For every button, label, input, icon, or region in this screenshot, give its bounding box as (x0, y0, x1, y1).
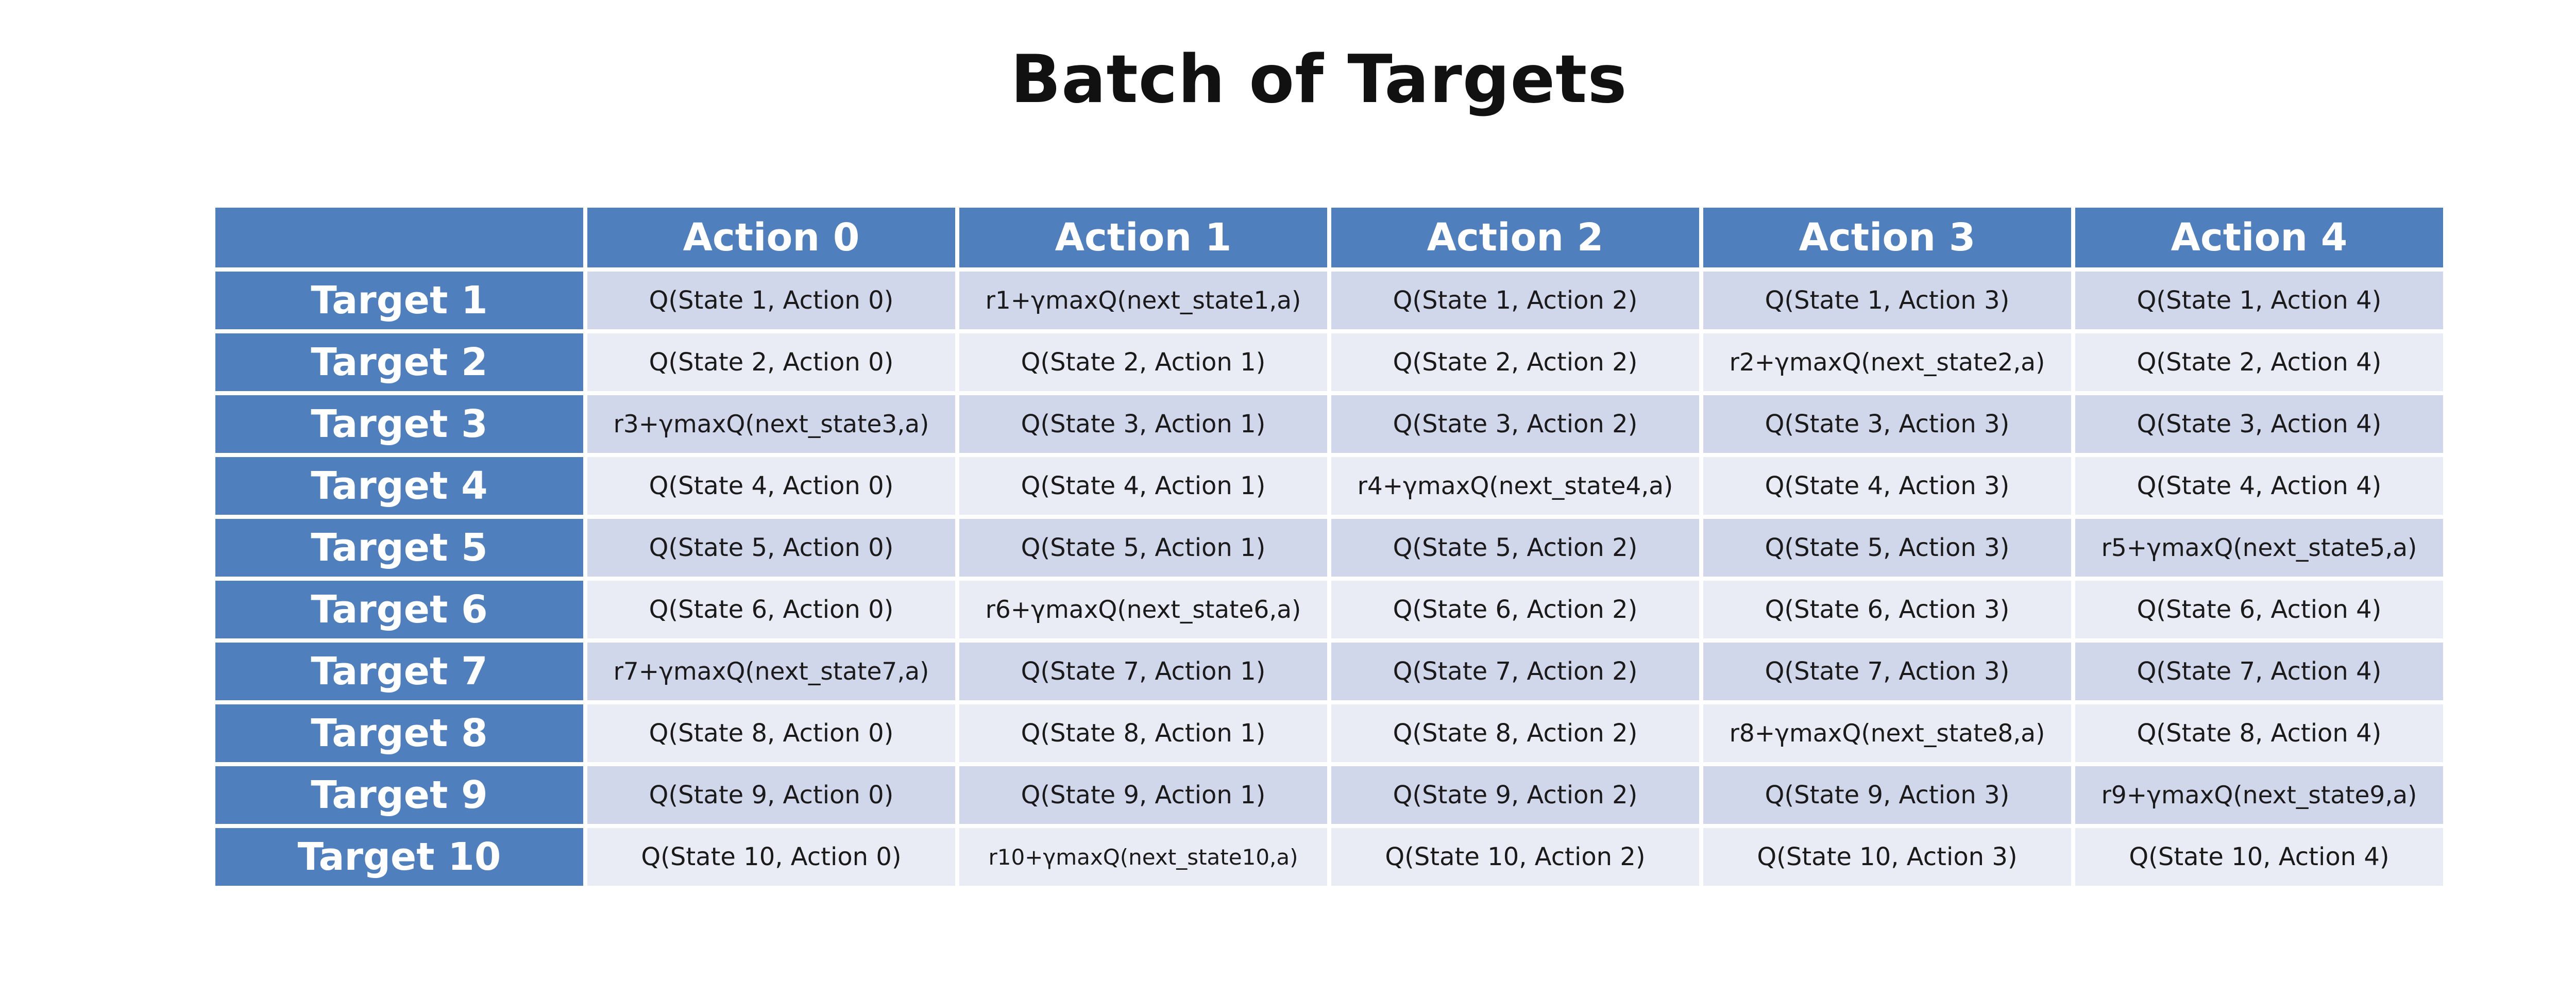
column-header: Action 4 (2075, 208, 2443, 267)
target-update-cell: r9+γmaxQ(next_state9,a) (2075, 766, 2443, 824)
q-value-cell: Q(State 6, Action 4) (2075, 581, 2443, 638)
q-value-cell: Q(State 5, Action 2) (1331, 519, 1699, 577)
q-value-cell: Q(State 6, Action 3) (1703, 581, 2071, 638)
target-update-cell: r5+γmaxQ(next_state5,a) (2075, 519, 2443, 577)
q-value-cell: Q(State 8, Action 2) (1331, 704, 1699, 762)
q-value-cell: Q(State 2, Action 2) (1331, 333, 1699, 391)
q-value-cell: Q(State 2, Action 4) (2075, 333, 2443, 391)
target-update-cell: r6+γmaxQ(next_state6,a) (959, 581, 1327, 638)
q-value-cell: Q(State 8, Action 0) (587, 704, 955, 762)
column-header: Action 2 (1331, 208, 1699, 267)
q-value-cell: Q(State 4, Action 1) (959, 457, 1327, 515)
q-value-cell: Q(State 8, Action 1) (959, 704, 1327, 762)
target-update-cell: r7+γmaxQ(next_state7,a) (587, 643, 955, 700)
q-value-cell: Q(State 10, Action 0) (587, 828, 955, 886)
q-value-cell: Q(State 10, Action 3) (1703, 828, 2071, 886)
q-value-cell: Q(State 4, Action 3) (1703, 457, 2071, 515)
column-header: Action 1 (959, 208, 1327, 267)
row-label: Target 4 (215, 457, 583, 515)
q-value-cell: Q(State 9, Action 2) (1331, 766, 1699, 824)
target-update-cell: r1+γmaxQ(next_state1,a) (959, 272, 1327, 329)
column-header: Action 0 (587, 208, 955, 267)
row-label: Target 10 (215, 828, 583, 886)
corner-header-cell (215, 208, 583, 267)
row-label: Target 9 (215, 766, 583, 824)
row-label: Target 3 (215, 395, 583, 453)
q-value-cell: Q(State 2, Action 1) (959, 333, 1327, 391)
row-label: Target 2 (215, 333, 583, 391)
column-header: Action 3 (1703, 208, 2071, 267)
header-row: Action 0 Action 1 Action 2 Action 3 Acti… (215, 208, 2443, 267)
q-value-cell: Q(State 6, Action 0) (587, 581, 955, 638)
q-value-cell: Q(State 8, Action 4) (2075, 704, 2443, 762)
q-value-cell: Q(State 7, Action 2) (1331, 643, 1699, 700)
row-label: Target 8 (215, 704, 583, 762)
q-value-cell: Q(State 7, Action 1) (959, 643, 1327, 700)
q-value-cell: Q(State 2, Action 0) (587, 333, 955, 391)
q-value-cell: Q(State 9, Action 0) (587, 766, 955, 824)
q-value-cell: Q(State 5, Action 1) (959, 519, 1327, 577)
q-value-cell: Q(State 4, Action 0) (587, 457, 955, 515)
q-value-cell: Q(State 5, Action 0) (587, 519, 955, 577)
target-update-cell: r10+γmaxQ(next_state10,a) (959, 828, 1327, 886)
row-label: Target 6 (215, 581, 583, 638)
q-value-cell: Q(State 5, Action 3) (1703, 519, 2071, 577)
q-value-cell: Q(State 1, Action 4) (2075, 272, 2443, 329)
target-update-cell: r3+γmaxQ(next_state3,a) (587, 395, 955, 453)
q-value-cell: Q(State 7, Action 4) (2075, 643, 2443, 700)
q-value-cell: Q(State 3, Action 2) (1331, 395, 1699, 453)
q-value-cell: Q(State 9, Action 3) (1703, 766, 2071, 824)
q-value-cell: Q(State 3, Action 3) (1703, 395, 2071, 453)
q-value-cell: Q(State 10, Action 4) (2075, 828, 2443, 886)
row-label: Target 7 (215, 643, 583, 700)
diagram-title: Batch of Targets (1010, 41, 1628, 118)
target-update-cell: r8+γmaxQ(next_state8,a) (1703, 704, 2071, 762)
q-value-cell: Q(State 6, Action 2) (1331, 581, 1699, 638)
q-value-cell: Q(State 1, Action 2) (1331, 272, 1699, 329)
targets-table: Action 0 Action 1 Action 2 Action 3 Acti… (211, 204, 2447, 890)
q-value-cell: Q(State 1, Action 3) (1703, 272, 2071, 329)
q-value-cell: Q(State 3, Action 4) (2075, 395, 2443, 453)
q-value-cell: Q(State 1, Action 0) (587, 272, 955, 329)
row-label: Target 5 (215, 519, 583, 577)
row-label: Target 1 (215, 272, 583, 329)
target-update-cell: r2+γmaxQ(next_state2,a) (1703, 333, 2071, 391)
q-value-cell: Q(State 3, Action 1) (959, 395, 1327, 453)
target-update-cell: r4+γmaxQ(next_state4,a) (1331, 457, 1699, 515)
q-value-cell: Q(State 4, Action 4) (2075, 457, 2443, 515)
q-value-cell: Q(State 7, Action 3) (1703, 643, 2071, 700)
q-value-cell: Q(State 10, Action 2) (1331, 828, 1699, 886)
q-value-cell: Q(State 9, Action 1) (959, 766, 1327, 824)
